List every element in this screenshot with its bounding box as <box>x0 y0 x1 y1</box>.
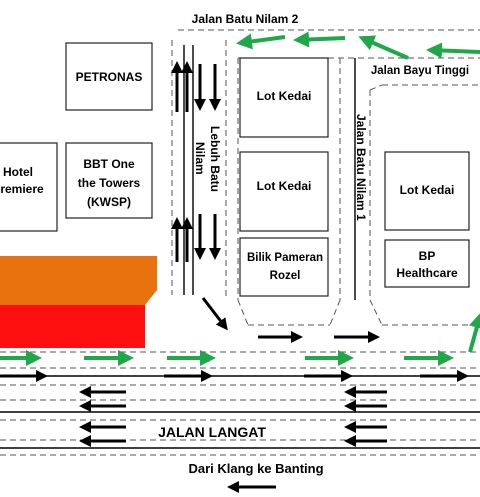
green-arrow-left <box>236 33 286 50</box>
bbt-label-line1: BBT One <box>83 157 135 171</box>
bbt-one-box <box>65 142 153 219</box>
road-markings <box>0 29 480 456</box>
lot-kedai-2-box <box>239 151 329 232</box>
bp-healthcare-box <box>384 239 470 288</box>
bilik-label-line1: Bilik Pameran <box>247 252 323 264</box>
hotel-label-line2: Premiere <box>0 182 44 196</box>
bilik-label-line2: Rozel <box>270 270 301 282</box>
bilik-pameran-box <box>239 237 329 297</box>
green-arrows <box>0 31 480 366</box>
road-label-bayu-tinggi: Jalan Bayu Tinggi <box>371 65 469 77</box>
green-arrow-left <box>426 42 480 59</box>
petronas-box <box>65 42 153 111</box>
road-label-jalan-langat: JALAN LANGAT <box>158 424 266 440</box>
arrow-diagonal <box>201 297 228 331</box>
black-arrows <box>0 61 469 493</box>
green-arrow-up-right <box>468 312 480 353</box>
road-label-lebuh-batu-line1: Lebuh Batu <box>208 126 222 192</box>
lot-kedai-1-label: Lot Kedai <box>257 89 312 103</box>
red-building-block <box>0 305 145 348</box>
road-label-batu-nilam-2: Jalan Batu Nilam 2 <box>192 12 299 26</box>
road-label-batu-nilam-1: Jalan Batu Nilam 1 <box>354 114 368 221</box>
direction-label: Dari Klang ke Banting <box>188 461 323 476</box>
green-arrow-up-left <box>358 35 409 60</box>
lot-kedai-1-box <box>239 57 329 138</box>
bbt-label-line3: (KWSP) <box>87 195 131 209</box>
orange-building-block <box>0 256 157 305</box>
hotel-label-line1: Hotel <box>3 165 33 179</box>
road-label-lebuh-batu-line2: Nilam <box>193 142 207 175</box>
petronas-label: PETRONAS <box>76 70 143 84</box>
bp-label-line1: BP <box>419 249 436 263</box>
lot-kedai-3-box <box>384 151 470 231</box>
bbt-label-line2: the Towers <box>78 176 141 190</box>
green-arrow-left <box>293 31 346 48</box>
buildings <box>0 42 470 297</box>
lot-kedai-3-label: Lot Kedai <box>400 183 455 197</box>
road-edges <box>0 45 480 449</box>
lot-kedai-2-label: Lot Kedai <box>257 179 312 193</box>
bp-label-line2: Healthcare <box>396 266 458 280</box>
hotel-premiere-box <box>0 142 58 232</box>
